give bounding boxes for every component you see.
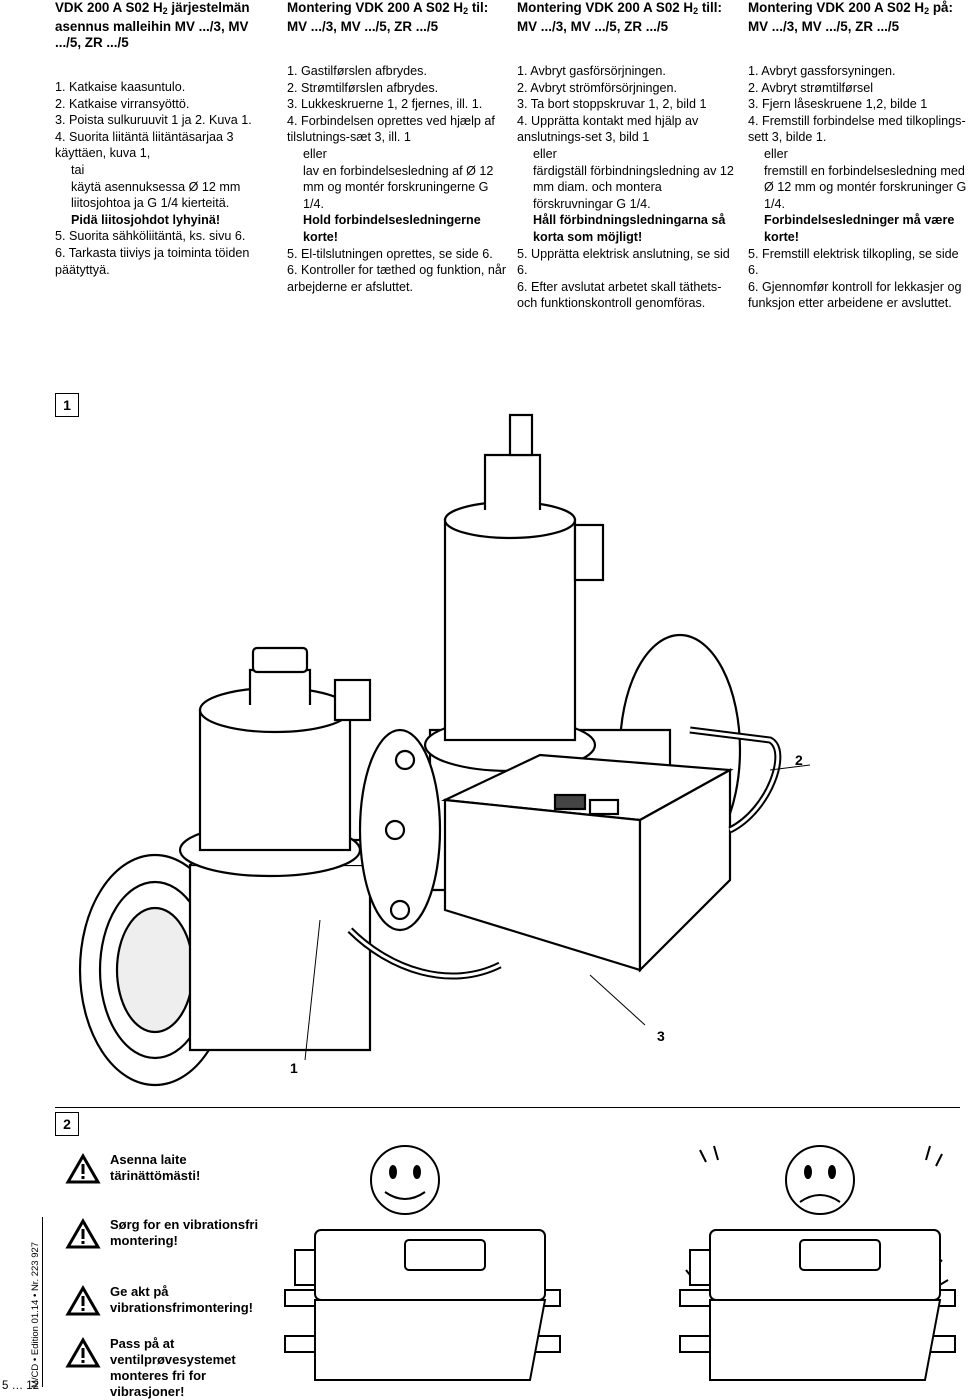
step-item: eller [303, 146, 327, 161]
step-item: färdigställ förbindningsledning av 12 mm… [533, 163, 734, 211]
step-item: 6. Efter avslutat arbetet skall täthets-… [517, 279, 722, 311]
step-list: 1. Gastilførslen afbrydes. 2. Strømtilfø… [287, 63, 507, 295]
step-item: 5. El-tilslutningen oprettes, se side 6. [287, 246, 493, 261]
step-item: 6. Kontroller for tæthed og funktion, nå… [287, 263, 507, 294]
step-item: 5. Fremstill elektrisk tilkopling, se si… [748, 246, 959, 278]
warning-triangle-icon [65, 1217, 101, 1249]
step-list: 1. Avbryt gasförsörjningen. 2. Avbryt st… [517, 63, 737, 312]
figure-2-label: 2 [55, 1112, 79, 1136]
step-item: 6. Gjennomfør kontroll for lekkasjer og … [748, 279, 962, 311]
column-title: Montering VDK 200 A S02 H2 till: MV .../… [517, 0, 722, 34]
divider [55, 1107, 960, 1108]
column-title: VDK 200 A S02 H2 järjestelmän asennus ma… [55, 0, 250, 50]
sad-face-icon [785, 1145, 855, 1215]
step-item: 2. Avbryt strømtilførsel [748, 80, 874, 95]
column-title: Montering VDK 200 A S02 H2 til: MV .../3… [287, 0, 489, 34]
step-item: 1. Avbryt gassforsyningen. [748, 64, 896, 78]
step-item: eller [764, 146, 788, 161]
valve-assembly-illustration [78, 413, 811, 1087]
warning-text: Asenna laite tärinättömästi! [110, 1152, 201, 1183]
warning-text: Pass på at ventilprøvesystemet monteres … [110, 1336, 236, 1399]
step-item: 2. Katkaise virransyöttö. [55, 96, 190, 111]
step-item: 4. Fremstill forbindelse med tilkoplings… [748, 113, 966, 145]
warning-triangle-icon [65, 1284, 101, 1316]
step-item: 1. Katkaise kaasuntulo. [55, 80, 186, 94]
step-item: eller [533, 146, 557, 161]
callout-3: 3 [657, 1028, 665, 1044]
step-item: tai [71, 162, 85, 177]
step-item: Forbindelsesledninger må være korte! [764, 213, 955, 244]
callout-2: 2 [795, 752, 803, 768]
step-item: 3. Ta bort stoppskruvar 1, 2, bild 1 [517, 97, 707, 112]
warning-triangle-icon [65, 1336, 101, 1368]
callout-1: 1 [290, 1060, 298, 1076]
step-item: Håll förbindningsledningarna så korta so… [533, 213, 726, 244]
figure-1-label: 1 [55, 393, 79, 417]
warning-text: Ge akt på vibrationsfrimontering! [110, 1284, 254, 1315]
column-norwegian: Montering VDK 200 A S02 H2 på: MV .../3,… [748, 0, 968, 312]
step-item: 3. Poista sulkuruuvit 1 ja 2. Kuva 1. [55, 113, 252, 128]
column-title: Montering VDK 200 A S02 H2 på: MV .../3,… [748, 0, 953, 34]
step-item: 1. Gastilførslen afbrydes. [287, 64, 427, 78]
step-item: lav en forbindelsesledning af Ø 12 mm og… [303, 163, 494, 211]
step-item: Hold forbindelsesledningerne korte! [303, 213, 481, 244]
step-item: 2. Avbryt strömförsörjningen. [517, 80, 678, 95]
edition-info: M/CD • Edition 01.14 • Nr. 223 927 [30, 1241, 41, 1388]
step-item: 3. Lukkeskruerne 1, 2 fjernes, ill. 1. [287, 97, 483, 112]
step-item: käytä asennuksessa Ø 12 mm liitosjohtoa … [71, 179, 241, 211]
vibration-free-illustration [284, 1145, 561, 1381]
page-range: 5 … 12 [2, 1380, 40, 1392]
column-danish: Montering VDK 200 A S02 H2 til: MV .../3… [287, 0, 507, 295]
step-item: fremstill en forbindelsesledning med Ø 1… [764, 163, 967, 211]
step-item: 1. Avbryt gasförsörjningen. [517, 64, 666, 78]
warning-triangle-icon [65, 1152, 101, 1184]
step-list: 1. Katkaise kaasuntulo. 2. Katkaise virr… [55, 79, 275, 278]
column-finnish: VDK 200 A S02 H2 järjestelmän asennus ma… [55, 0, 275, 278]
step-item: 3. Fjern låseskruene 1,2, bilde 1 [748, 97, 928, 112]
step-item: Pidä liitosjohdot lyhyinä! [71, 212, 221, 227]
step-list: 1. Avbryt gassforsyningen. 2. Avbryt str… [748, 63, 968, 312]
happy-face-icon [370, 1145, 440, 1215]
footer-rule [42, 1217, 43, 1387]
warning-text: Sørg for en vibrationsfri montering! [110, 1217, 259, 1248]
step-item: 4. Suorita liitäntä liitäntäsarjaa 3 käy… [55, 129, 234, 161]
step-item: 6. Tarkasta tiiviys ja toiminta töiden p… [55, 245, 250, 277]
step-item: 4. Forbindelsen oprettes ved hjælp af ti… [287, 113, 495, 145]
step-item: 5. Upprätta elektrisk anslutning, se sid… [517, 246, 730, 278]
vibration-illustration [679, 1145, 956, 1381]
column-swedish: Montering VDK 200 A S02 H2 till: MV .../… [517, 0, 737, 312]
step-item: 4. Upprätta kontakt med hjälp av anslutn… [517, 113, 699, 145]
step-item: 5. Suorita sähköliitäntä, ks. sivu 6. [55, 229, 246, 244]
step-item: 2. Strømtilførslen afbrydes. [287, 80, 439, 95]
